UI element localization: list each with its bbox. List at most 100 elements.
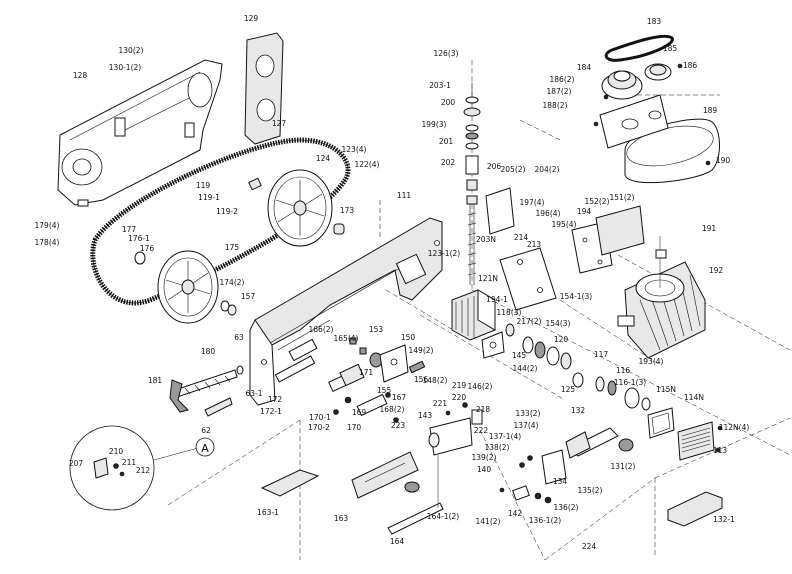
part-callout-label: 119-1 [198, 193, 220, 202]
part-callout-label: 220 [452, 393, 467, 402]
part-callout-label: 172-1 [260, 407, 282, 416]
part-callout-label: 63 [234, 333, 244, 342]
part-callout-label: 153 [369, 325, 384, 334]
cover-plate-129 [244, 32, 284, 145]
handle-181 [169, 365, 244, 417]
part-callout-label: 171 [359, 368, 374, 377]
detail-circle-a [69, 425, 215, 511]
inset-parts [260, 469, 723, 527]
part-callout-label: 176-1 [128, 234, 150, 243]
part-callout-label: 199(3) [422, 120, 447, 129]
part-callout-label: 132-1 [713, 515, 735, 524]
wheel-hardware [77, 177, 345, 316]
part-callout-label: 137-1(4) [489, 432, 521, 441]
part-callout-label: 155 [377, 386, 392, 395]
part-callout-label: 206 [487, 162, 502, 171]
part-callout-label: 120 [554, 335, 569, 344]
bracket-150 [369, 344, 426, 383]
part-callout-label: 115N [656, 385, 676, 394]
part-callout-label: 135(2) [578, 486, 603, 495]
part-callout-label: 116-1(3) [614, 378, 646, 387]
part-callout-label: 196(4) [536, 209, 561, 218]
part-callout-label: 130(2) [119, 46, 144, 55]
part-callout-label: 130-1(2) [109, 63, 141, 72]
part-callout-label: 121N [478, 274, 498, 283]
part-callout-label: 184 [577, 63, 592, 72]
part-callout-label: 156 [414, 375, 429, 384]
part-callout-label: 117 [594, 350, 609, 359]
part-callout-label: 190 [716, 156, 731, 165]
saw-blade-127 [90, 137, 351, 306]
part-callout-label: 148(2) [423, 376, 448, 385]
blade-guard-128 [57, 59, 223, 206]
part-callout-label: 177 [122, 225, 137, 234]
part-callout-label: 194 [577, 207, 592, 216]
part-callout-label: 139(2) [472, 453, 497, 462]
plates-213-194 [499, 205, 645, 311]
part-callout-label: 204(2) [535, 165, 560, 174]
part-callout-label: 136(2) [554, 503, 579, 512]
part-callout-label: 178(4) [35, 238, 60, 247]
part-callout-label: 212 [136, 466, 151, 475]
part-callout-label: 124 [316, 154, 331, 163]
part-callout-label: 194-1 [486, 295, 508, 304]
housing-121N [451, 289, 496, 341]
part-callout-label: 112N(4) [719, 423, 750, 432]
part-callout-label: 200 [441, 98, 456, 107]
saw-frame-111 [249, 217, 443, 406]
part-callout-label: 203-1 [429, 81, 451, 90]
part-callout-label: 133(2) [516, 409, 541, 418]
part-callout-label: 137(4) [514, 421, 539, 430]
part-callout-label: 118(3) [497, 308, 522, 317]
part-callout-label: 150 [401, 333, 416, 342]
part-callout-label: 172 [268, 395, 283, 404]
part-callout-label: 131(2) [611, 462, 636, 471]
part-callout-label: 164-1(2) [427, 512, 459, 521]
part-callout-label: 222 [474, 426, 489, 435]
part-callout-label: 169 [352, 408, 367, 417]
part-callout-label: 219 [452, 381, 467, 390]
part-callout-label: 138(2) [485, 443, 510, 452]
part-callout-label: 123(4) [342, 145, 367, 154]
part-callout-label: 202 [441, 158, 456, 167]
part-callout-label: 221 [433, 399, 448, 408]
part-callout-label: 224 [582, 542, 597, 551]
part-callout-label: 175 [225, 243, 240, 252]
part-callout-label: 132 [571, 406, 586, 415]
part-callout-label: 197(4) [520, 198, 545, 207]
part-callout-label: 119 [196, 181, 211, 190]
part-callout-label: 201 [439, 137, 454, 146]
part-callout-label: 211 [122, 458, 137, 467]
part-callout-label: 163 [334, 514, 349, 523]
part-callout-label: 119-2 [216, 207, 238, 216]
part-callout-label: 179(4) [35, 221, 60, 230]
part-callout-label: 143 [418, 411, 433, 420]
part-callout-label: 181 [148, 376, 163, 385]
lead-screw-assembly [463, 82, 515, 285]
part-callout-label: 170-2 [308, 423, 330, 432]
part-callout-label: 136-1(2) [529, 516, 561, 525]
part-callout-label: A [201, 442, 209, 455]
part-callout-label: 111 [397, 191, 412, 200]
wheel-175 [157, 250, 219, 324]
part-callout-label: 142 [508, 509, 523, 518]
arm-hardware [328, 337, 399, 423]
bearing-assembly [481, 323, 651, 411]
part-callout-label: 185 [663, 44, 678, 53]
part-callout-label: 214 [514, 233, 529, 242]
part-callout-label: 146(2) [468, 382, 493, 391]
part-callout-label: 63-1 [245, 389, 262, 398]
part-callout-label: 149(2) [409, 346, 434, 355]
part-callout-label: 191 [702, 224, 717, 233]
part-callout-label: 168(2) [380, 405, 405, 414]
motor-192 [617, 236, 706, 359]
part-callout-label: 180 [201, 347, 216, 356]
part-callout-label: 186 [683, 61, 698, 70]
part-callout-label: 164 [390, 537, 405, 546]
part-callout-label: 62 [201, 426, 211, 435]
part-callout-label: 151(2) [610, 193, 635, 202]
part-callout-label: 127 [272, 119, 287, 128]
part-callout-label: 140 [477, 465, 492, 474]
